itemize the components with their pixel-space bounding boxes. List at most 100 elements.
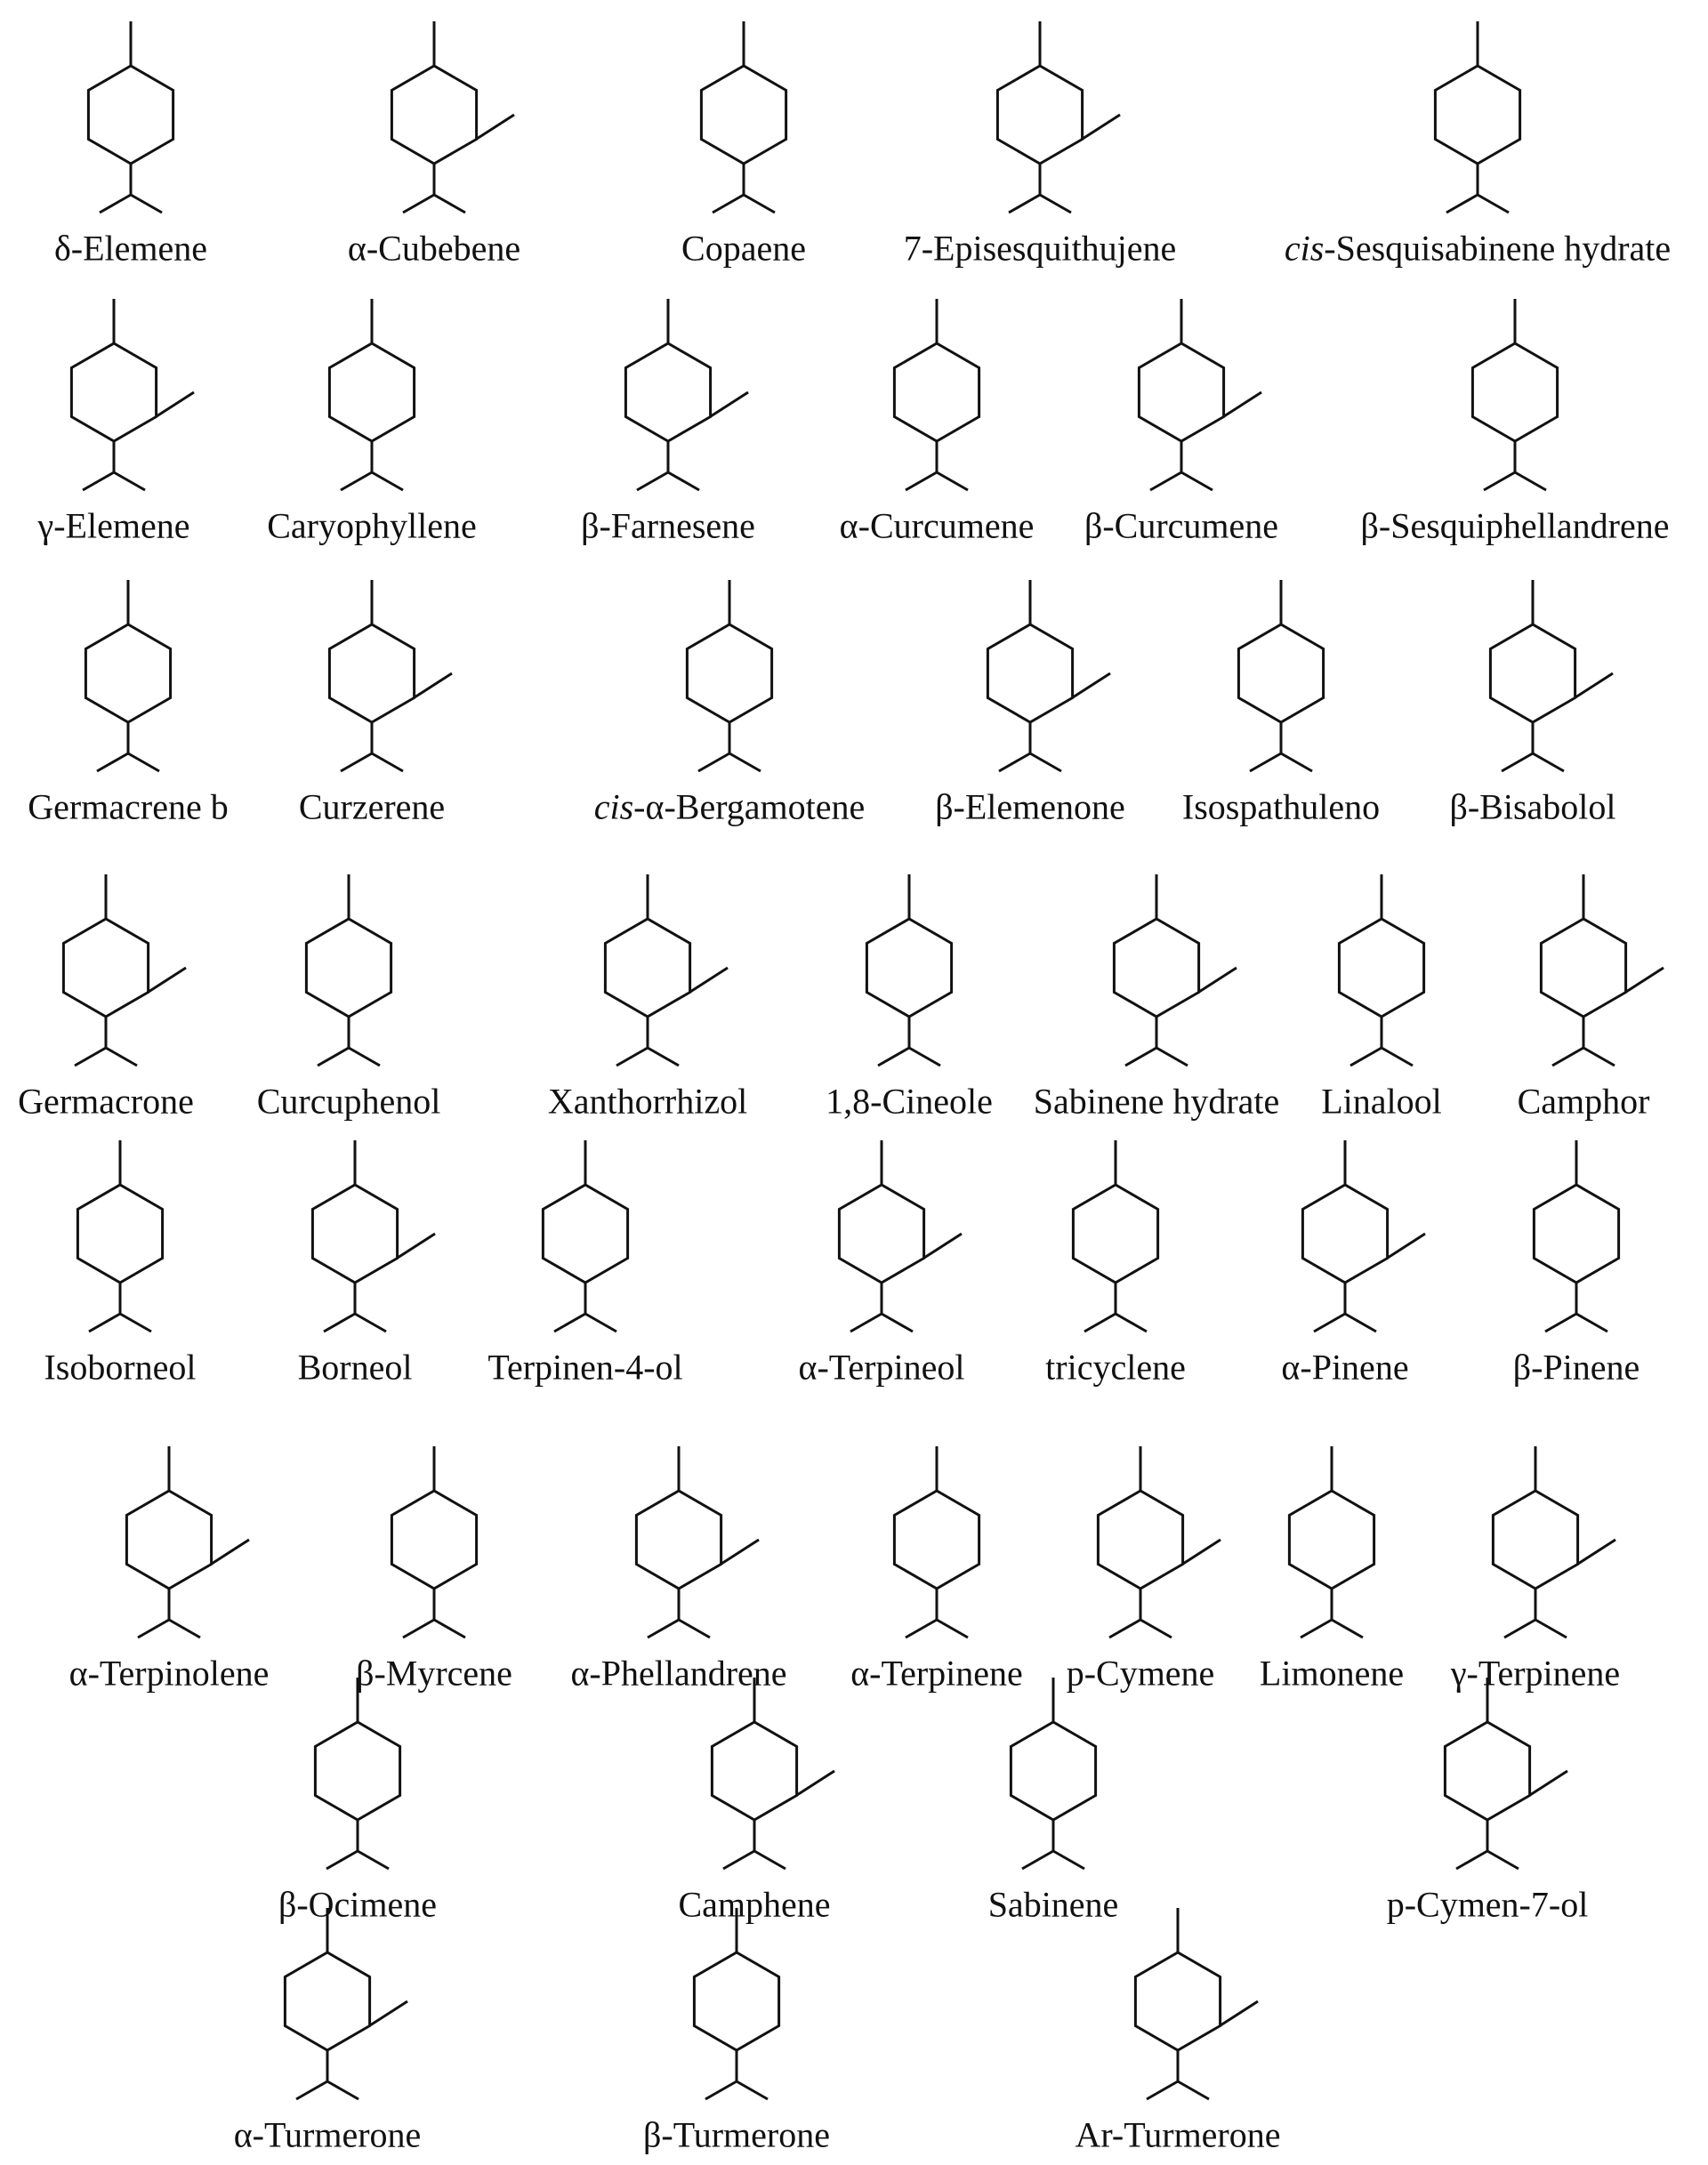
bond: [1331, 1618, 1364, 1639]
bond: [584, 1312, 617, 1333]
structure-drawing: [1443, 1678, 1568, 1871]
ring-bond: [986, 623, 1075, 724]
compound-name: β-Curcumene: [1084, 505, 1279, 546]
compound-label: Xanthorrhizol: [548, 1081, 747, 1123]
compound-name: β-Elemenone: [935, 786, 1125, 827]
compound-label: α-Pinene: [1281, 1347, 1408, 1388]
bond: [712, 193, 745, 214]
ring-bond: [1112, 917, 1201, 1018]
compound-label: β-Elemenone: [935, 786, 1125, 828]
bond: [1177, 2080, 1210, 2101]
compound-label: Camphor: [1518, 1081, 1650, 1123]
structure-drawing: [390, 1446, 479, 1639]
bond: [753, 1849, 786, 1871]
bond: [796, 1769, 835, 1797]
bond: [705, 2080, 737, 2101]
bond: [689, 966, 729, 994]
bond: [1280, 752, 1313, 773]
bond: [371, 752, 404, 773]
compound-label: δ-Elemene: [54, 228, 207, 270]
structure-drawing: [865, 874, 954, 1067]
bond: [96, 752, 129, 773]
compound-label: Germacrene b: [28, 786, 228, 828]
ring-bond: [1532, 1183, 1621, 1284]
compound-label: Limonene: [1260, 1653, 1404, 1694]
compound-name: α-Terpinene: [850, 1653, 1023, 1694]
compound-name: 7-Episesquithujene: [903, 228, 1177, 269]
compound-name: α-Terpineol: [798, 1347, 965, 1388]
bond: [1446, 193, 1478, 214]
compound-label: Curzerene: [299, 786, 445, 828]
structure-drawing: [310, 1140, 436, 1333]
bond: [113, 471, 146, 492]
compound-name: β-Sesquiphellandrene: [1360, 505, 1670, 546]
ring-bond: [1071, 1183, 1160, 1284]
bond: [697, 752, 730, 773]
structure-drawing: [1433, 21, 1522, 214]
structure-drawing: [1470, 299, 1559, 492]
compound-name: γ-Terpinene: [1450, 1653, 1621, 1694]
bond: [402, 1618, 435, 1639]
bond: [127, 752, 160, 773]
compound-label: Linalool: [1321, 1081, 1442, 1123]
bond: [168, 1618, 201, 1639]
structure-drawing: [390, 21, 515, 214]
compound-name: Borneol: [297, 1347, 413, 1388]
compound-label: α-Curcumene: [840, 505, 1035, 547]
ring-bond: [685, 623, 774, 724]
structure-drawing: [1539, 874, 1664, 1067]
structure-drawing: [1009, 1678, 1098, 1871]
compound-name: β-Turmerone: [643, 2114, 830, 2155]
bond: [82, 471, 115, 492]
ring-bond: [125, 1489, 214, 1590]
bond: [1140, 1618, 1172, 1639]
bond: [88, 1312, 121, 1333]
ring-bond: [61, 917, 150, 1018]
ring-bond: [837, 1183, 926, 1284]
compound-name: β-Pinene: [1512, 1347, 1640, 1388]
bond: [1501, 752, 1534, 773]
compound-label: Copaene: [681, 228, 806, 270]
bond: [1052, 1849, 1085, 1871]
structure-drawing: [692, 1908, 781, 2101]
structure-drawing: [1096, 1446, 1221, 1639]
bond: [1544, 1312, 1577, 1333]
compound-label: tricyclene: [1045, 1347, 1186, 1388]
bond: [211, 1538, 250, 1565]
compound-label: Borneol: [298, 1347, 413, 1388]
bond: [1344, 1312, 1377, 1333]
bond: [743, 193, 776, 214]
bond: [616, 1046, 649, 1067]
compound-label: β-Curcumene: [1084, 505, 1278, 547]
compound-label: α-Turmerone: [234, 2114, 422, 2156]
compound-name: Copaene: [681, 228, 806, 269]
bond: [1575, 672, 1614, 699]
structure-drawing: [1491, 1446, 1616, 1639]
structure-drawing: [86, 21, 175, 214]
compound-label: Sabinene: [988, 1884, 1119, 1926]
structure-drawing: [61, 874, 187, 1067]
bond: [74, 1046, 107, 1067]
bond: [1503, 1618, 1536, 1639]
structure-drawing: [1337, 874, 1426, 1067]
ring-bond: [1137, 342, 1226, 443]
bond: [433, 1618, 466, 1639]
bond: [1535, 1618, 1567, 1639]
compound-label: γ-Elemene: [38, 505, 190, 547]
ring-bond: [84, 623, 173, 724]
compound-name: Xanthorrhizol: [547, 1081, 748, 1122]
structure-drawing: [837, 1140, 963, 1333]
compound-name: Terpinen-4-ol: [487, 1347, 683, 1388]
compound-label: 1,8-Cineole: [826, 1081, 993, 1123]
compound-name: Isoborneol: [44, 1347, 197, 1388]
compound-name: Germacrene b: [28, 786, 229, 827]
bond: [636, 471, 669, 492]
compound-label: α-Phellandrene: [570, 1653, 786, 1694]
bond: [710, 390, 749, 418]
compound-name: α-Curcumene: [839, 505, 1035, 546]
bond: [1381, 1046, 1414, 1067]
compound-label: Curcuphenol: [257, 1081, 441, 1123]
bond: [1029, 752, 1062, 773]
compound-label: β-Pinene: [1513, 1347, 1640, 1388]
bond: [99, 193, 132, 214]
